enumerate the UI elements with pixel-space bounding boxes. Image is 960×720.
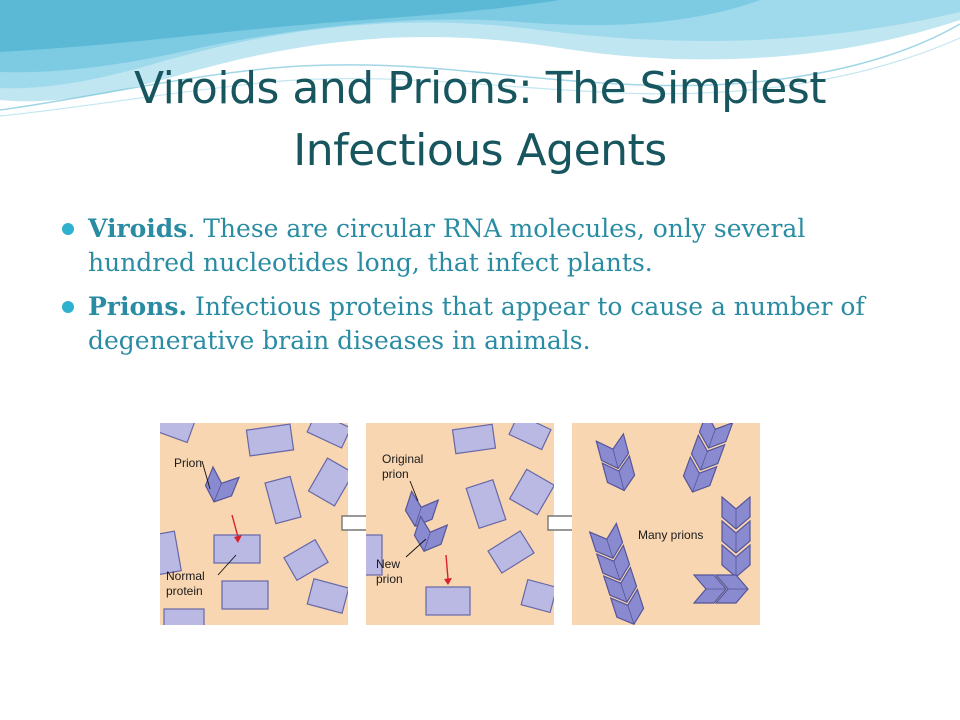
label-normal-line2: protein: [166, 584, 203, 598]
label-prion: Prion: [174, 456, 202, 470]
panel-conversion: Original prion New prion: [366, 423, 554, 625]
label-normal-line1: Normal: [166, 569, 205, 583]
label-many-prions: Many prions: [638, 528, 703, 542]
wave-header-decoration: [0, 0, 960, 117]
slide-title: Viroids and Prions: The Simplest Infecti…: [60, 58, 900, 182]
bullet-term: Viroids: [88, 214, 188, 243]
slide-title-line1: Viroids and Prions: The Simplest: [133, 63, 827, 114]
bullet-text: Infectious proteins that appear to cause…: [88, 292, 865, 355]
label-original-line1: Original: [382, 452, 423, 466]
label-new-line2: prion: [376, 572, 403, 586]
bullet-viroids: Viroids. These are circular RNA molecule…: [60, 212, 920, 280]
bullet-text: These are circular RNA molecules, only s…: [88, 214, 806, 277]
bullet-list: Viroids. These are circular RNA molecule…: [60, 212, 920, 368]
bullet-term: Prions.: [88, 292, 188, 321]
panel-normal-protein-binding: Prion Normal protein: [160, 423, 348, 625]
label-original-line2: prion: [382, 467, 409, 481]
panel-many-prions: Many prions: [572, 423, 760, 625]
bullet-prions: Prions. Infectious proteins that appear …: [60, 290, 920, 358]
bullet-dot-icon: [62, 223, 74, 235]
label-new-line1: New: [376, 557, 400, 571]
slide-title-line2: Infectious Agents: [293, 125, 667, 176]
bullet-term-suffix: .: [187, 214, 196, 243]
bullet-dot-icon: [62, 301, 74, 313]
prion-propagation-diagram: Prion Normal protein: [160, 423, 760, 625]
